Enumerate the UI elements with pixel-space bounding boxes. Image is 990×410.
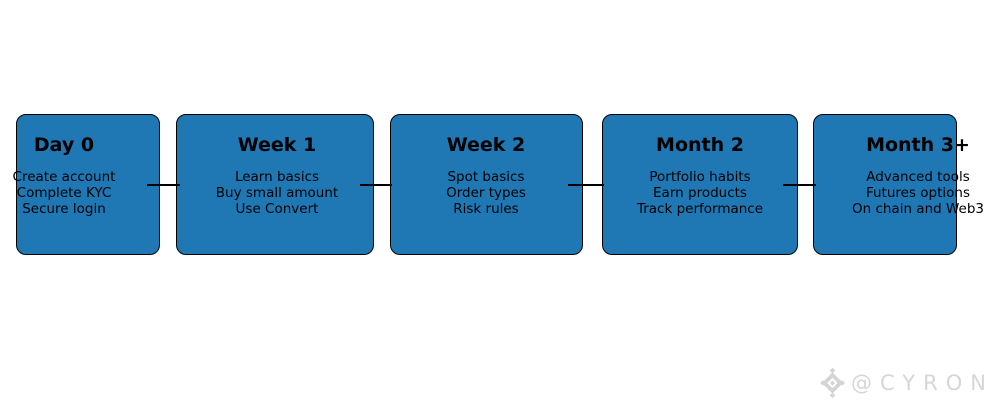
stage-line: Track performance xyxy=(636,201,764,218)
stage-box-month-2 xyxy=(602,114,798,255)
stage-line: Secure login xyxy=(22,201,106,218)
stage-line: Advanced tools xyxy=(866,169,970,185)
stage-title-day-0: Day 0 xyxy=(33,134,95,156)
stage-line: Earn products xyxy=(653,185,747,202)
stage-line: Risk rules xyxy=(453,201,519,218)
stage-lines-week-1: Learn basics Buy small amount Use Conver… xyxy=(157,169,397,218)
stage-line: Buy small amount xyxy=(215,185,339,202)
stage-title-month-2: Month 2 xyxy=(656,134,744,156)
stage-box-month-3 xyxy=(813,114,957,255)
connector-line-2 xyxy=(360,184,392,186)
connector-line-4 xyxy=(783,184,816,186)
stage-title-month-3: Month 3+ xyxy=(866,134,970,156)
stage-line: On chain and Web3 xyxy=(851,201,985,218)
stage-line: Order types xyxy=(446,185,526,202)
stage-lines-day-0: Create account Complete KYC Secure login xyxy=(0,169,184,218)
stage-box-week-2 xyxy=(390,114,583,255)
stage-lines-week-2: Spot basics Order types Risk rules xyxy=(366,169,606,218)
stage-line: Use Convert xyxy=(235,201,319,218)
stage-lines-month-2: Portfolio habits Earn products Track per… xyxy=(580,169,820,218)
stage-box-week-1 xyxy=(176,114,374,255)
watermark-handle: @CYRON xyxy=(851,371,990,395)
connector-line-3 xyxy=(568,184,604,186)
stage-line: Create account xyxy=(12,169,116,185)
stage-title-week-1: Week 1 xyxy=(237,134,317,156)
stage-line: Futures options xyxy=(865,185,971,202)
watermark: @CYRON xyxy=(817,366,990,400)
stage-line: Complete KYC xyxy=(16,185,112,202)
stage-lines-month-3: Advanced tools Futures options On chain … xyxy=(798,169,990,218)
connector-line-1 xyxy=(147,184,180,186)
stage-line: Spot basics xyxy=(447,169,525,185)
stage-line: Portfolio habits xyxy=(649,169,751,185)
binance-diamond-logo-icon xyxy=(817,366,848,400)
stage-box-day-0 xyxy=(16,114,160,255)
stage-line: Learn basics xyxy=(234,169,320,185)
stage-title-week-2: Week 2 xyxy=(446,134,526,156)
